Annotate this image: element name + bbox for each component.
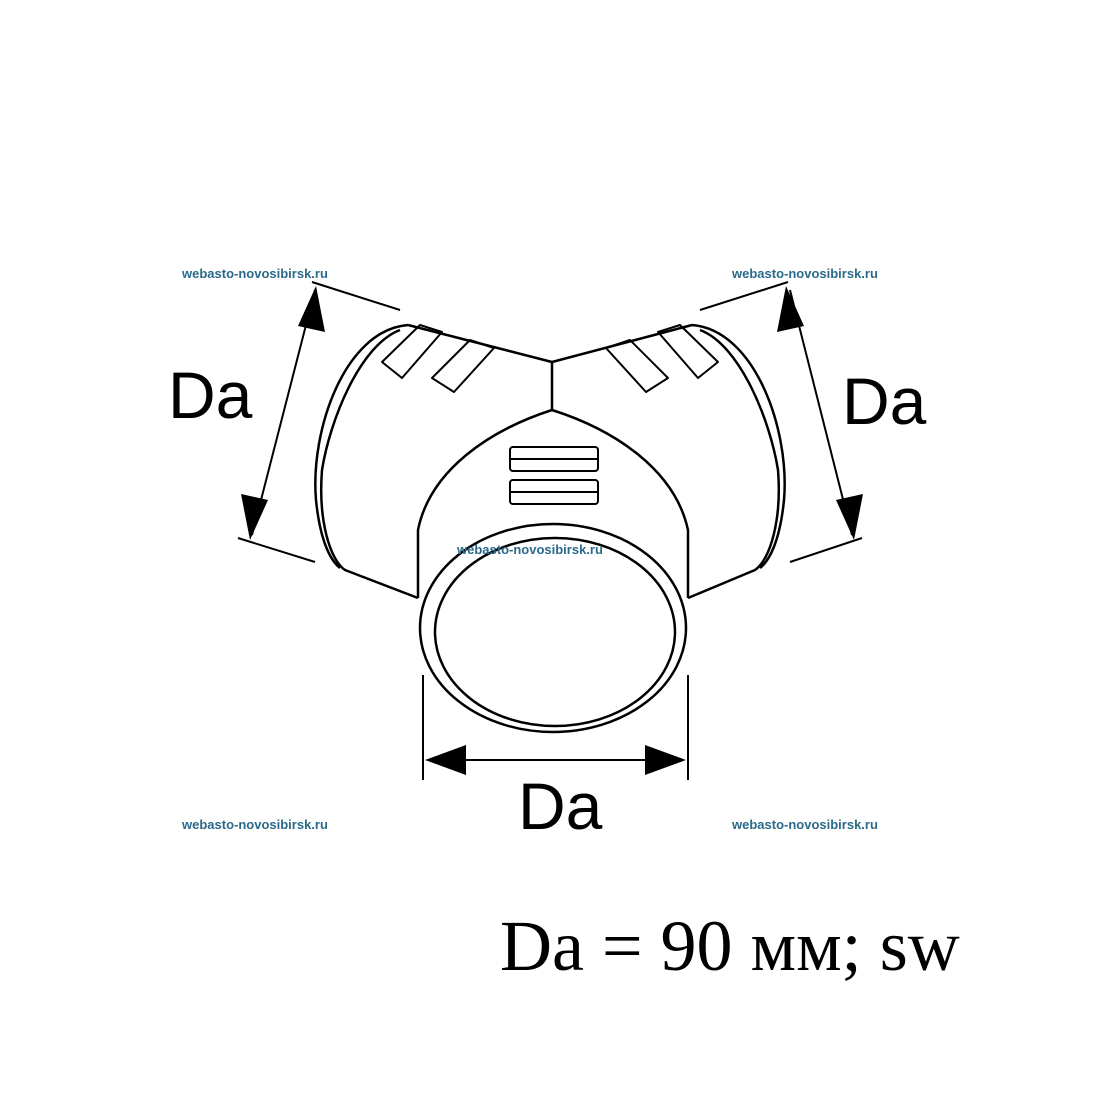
left-branch (320, 328, 419, 600)
spec-text: Da = 90 мм; sw (500, 906, 960, 986)
outlet-outer (418, 522, 688, 734)
left-branch-rim (314, 323, 409, 569)
watermark-bottom-right: webasto-novosibirsk.ru (732, 817, 878, 832)
right-ribs (605, 324, 719, 393)
dimension-lines (237, 281, 863, 780)
center-dome (416, 408, 690, 598)
arrowheads (241, 286, 863, 775)
dimension-label-left: Da (168, 358, 253, 432)
right-branch-rim (691, 323, 786, 569)
center-ribs (509, 446, 599, 505)
dimension-label-bottom: Da (518, 769, 603, 843)
outlet-inner (433, 536, 677, 728)
left-ribs (381, 324, 495, 393)
watermark-top-left: webasto-novosibirsk.ru (182, 266, 328, 281)
dimension-label-right: Da (842, 364, 927, 438)
watermark-top-right: webasto-novosibirsk.ru (732, 266, 878, 281)
watermark-bottom-left: webasto-novosibirsk.ru (182, 817, 328, 832)
watermark-center: webasto-novosibirsk.ru (457, 542, 603, 557)
right-branch (687, 328, 780, 600)
